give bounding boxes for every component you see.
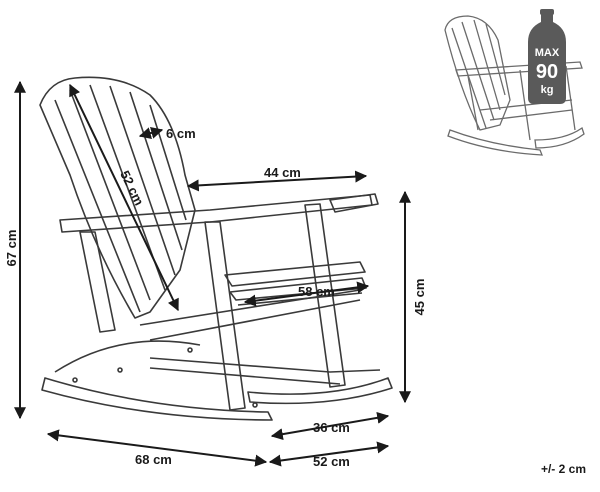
height-total-label: 67 cm [4,230,19,267]
max-load-line2: 90 [536,61,558,83]
inset-chair [444,15,585,156]
max-load-badge: MAX 90 kg [528,9,566,104]
tolerance-note: +/- 2 cm [540,462,586,476]
seat-height-label: 45 cm [412,279,427,316]
total-depth-label: 68 cm [135,452,172,467]
seat-depth-label: 58 cm [298,284,335,299]
total-width-label: 52 cm [313,454,350,469]
chair-outline [39,76,393,421]
rocker-front-label: 36 cm [313,420,350,435]
max-load-line3: kg [541,84,554,96]
backrest-gap-label: 6 cm [166,126,196,141]
dimension-lines [14,80,411,467]
backrest-length-label: 52 cm [117,168,147,208]
armrest-length-label: 44 cm [264,165,301,180]
max-load-line1: MAX [535,47,560,59]
